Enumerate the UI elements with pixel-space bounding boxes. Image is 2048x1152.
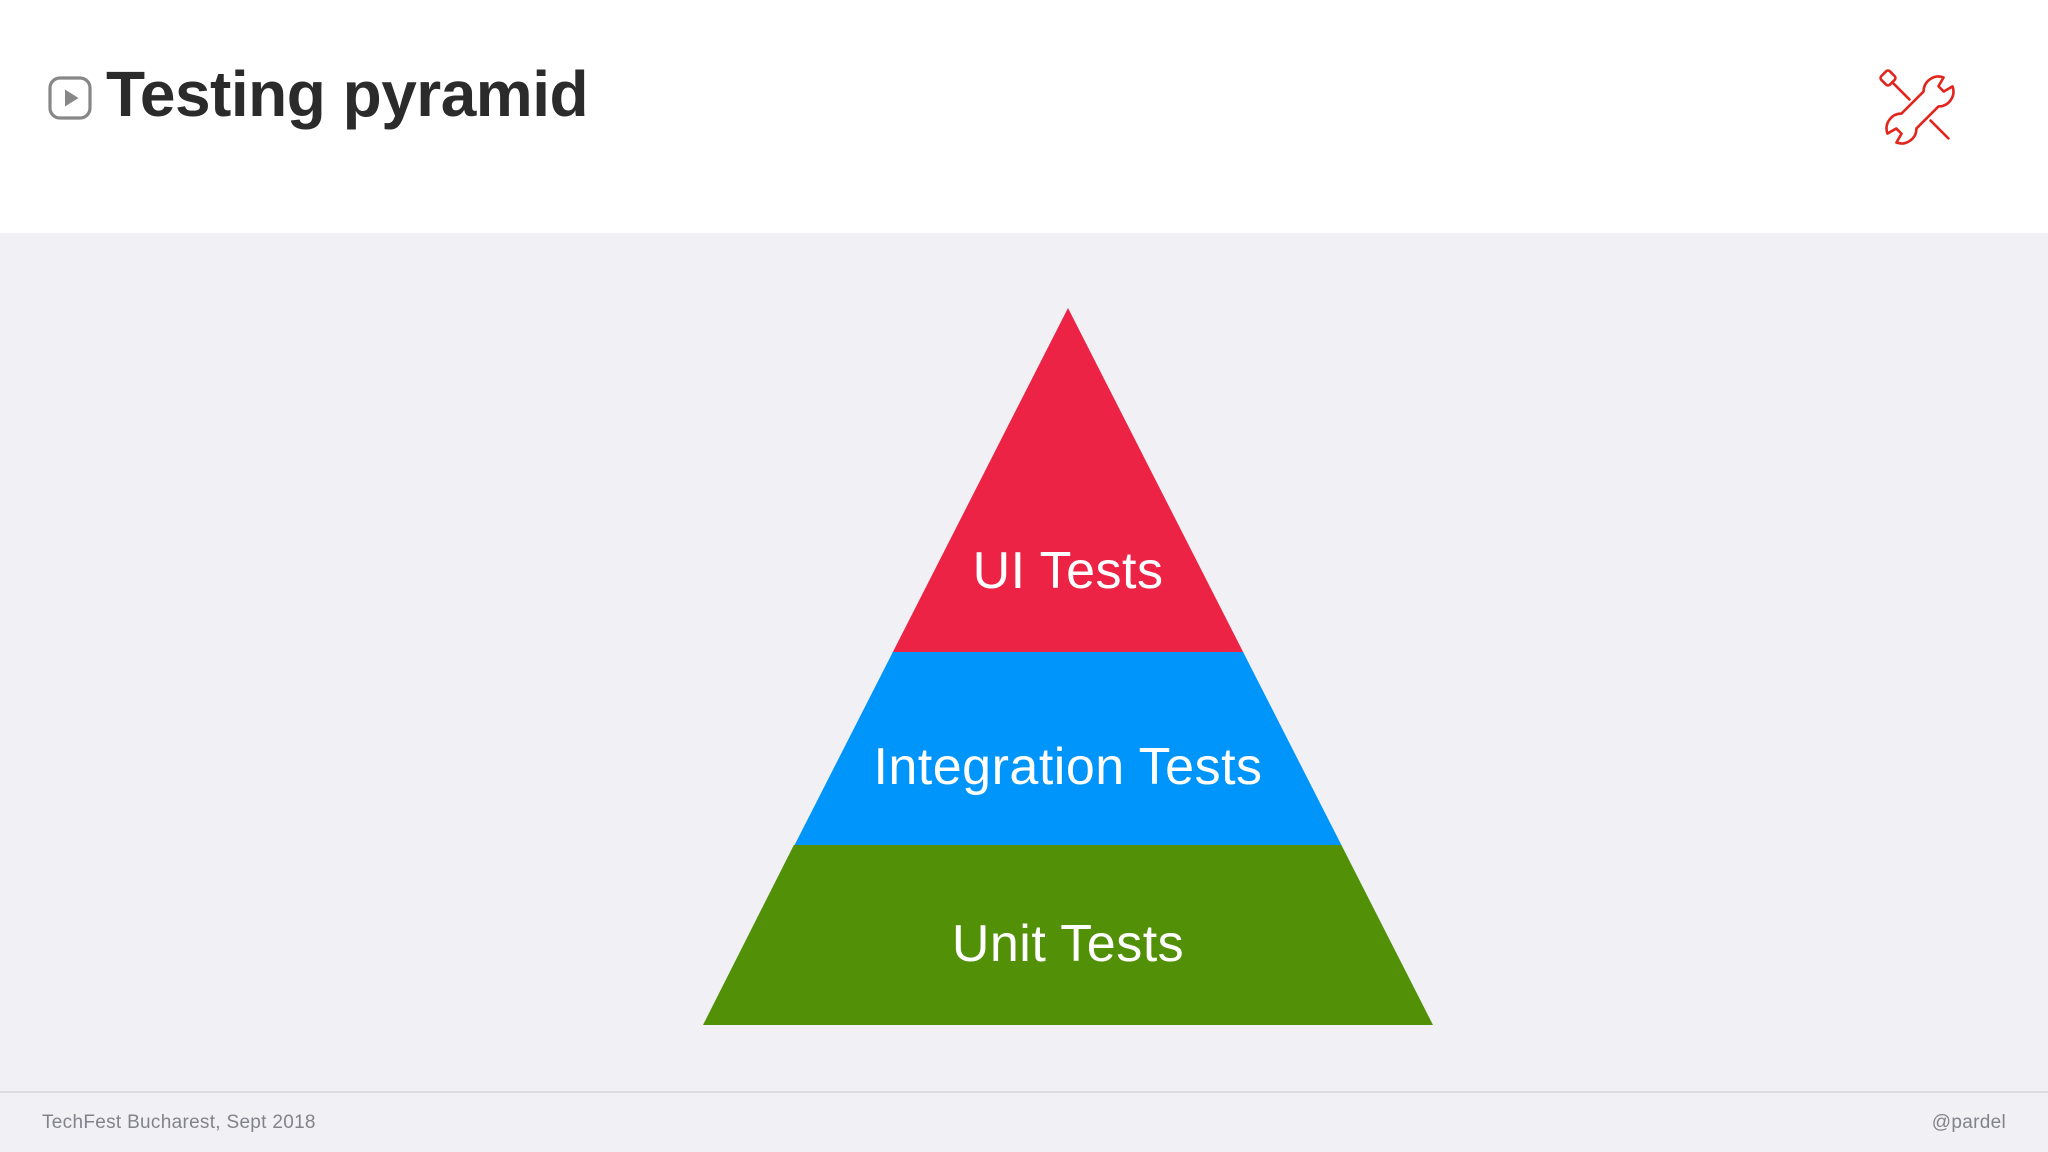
play-icon	[48, 76, 92, 120]
screwdriver-shaft-upper	[1890, 80, 1911, 101]
pyramid-level-label: Unit Tests	[951, 915, 1185, 974]
screwdriver-shaft-lower	[1929, 119, 1950, 140]
slide-header: Testing pyramid	[0, 0, 2048, 233]
testing-pyramid-diagram: UI Tests Integration Tests Unit Tests	[703, 308, 1433, 1025]
footer-author-handle: @pardel	[1931, 1111, 2006, 1133]
slide-footer: TechFest Bucharest, Sept 2018 @pardel	[0, 1093, 2048, 1152]
footer-divider	[0, 1091, 2048, 1093]
pyramid-level-ui-tests: UI Tests	[892, 308, 1244, 652]
pyramid-level-unit-tests: Unit Tests	[703, 845, 1433, 1025]
slide-title: Testing pyramid	[106, 58, 589, 130]
pyramid-level-integration-tests: Integration Tests	[794, 652, 1342, 845]
wrench-shape	[1885, 75, 1955, 145]
pyramid-level-label: UI Tests	[972, 542, 1164, 601]
footer-event-label: TechFest Bucharest, Sept 2018	[42, 1111, 316, 1133]
pyramid-level-label: Integration Tests	[873, 737, 1263, 796]
slide-canvas: UI Tests Integration Tests Unit Tests	[0, 233, 2048, 1092]
tools-icon	[1864, 54, 1976, 166]
